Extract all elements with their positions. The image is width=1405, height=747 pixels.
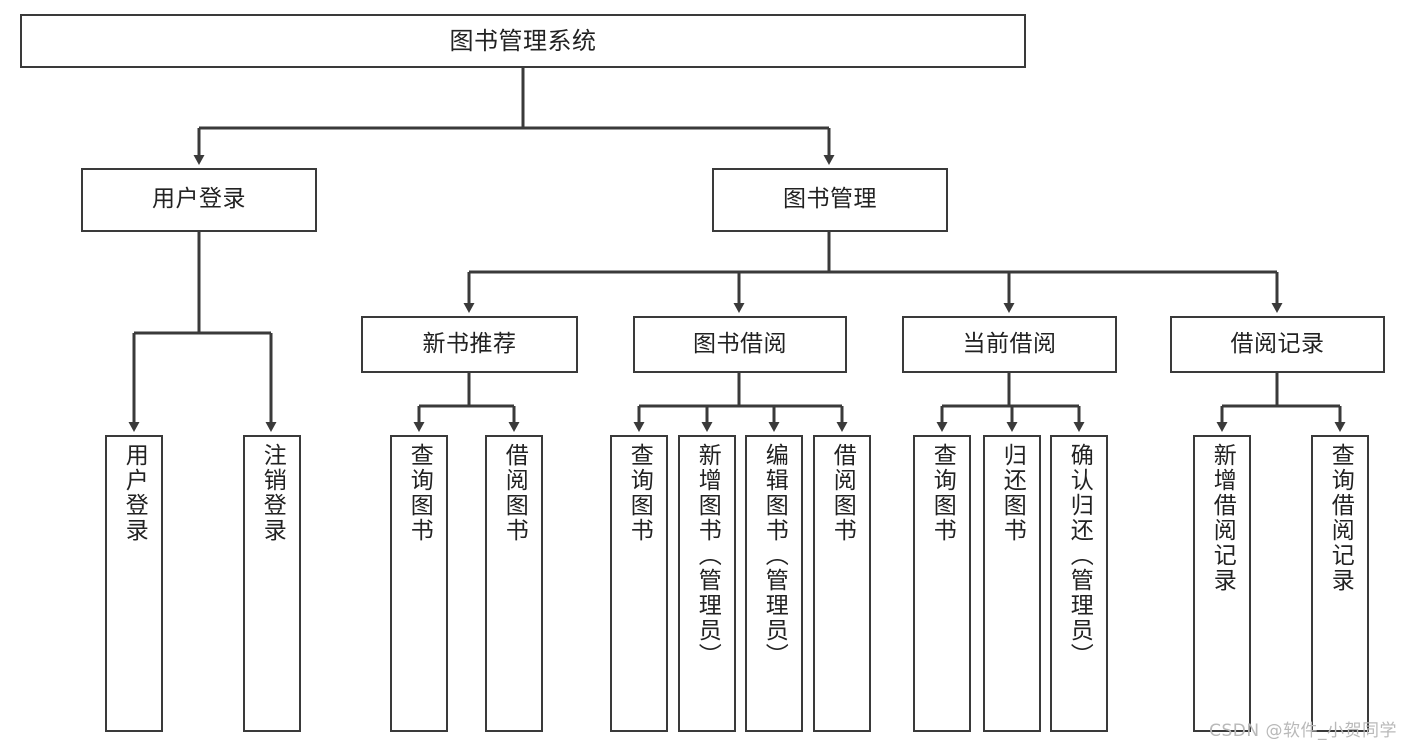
node-leaf-add-record[interactable]: 新增借阅记录	[1193, 435, 1251, 732]
node-new-book-recommend[interactable]: 新书推荐	[361, 316, 578, 373]
node-borrow-record[interactable]: 借阅记录	[1170, 316, 1385, 373]
node-leaf-query-record[interactable]: 查询借阅记录	[1311, 435, 1369, 732]
node-book-management[interactable]: 图书管理	[712, 168, 948, 232]
node-label: 新增图书（管理员）	[694, 443, 721, 668]
node-label: 借阅图书	[501, 443, 528, 543]
node-label: 注销登录	[259, 443, 286, 543]
node-leaf-confirm-return[interactable]: 确认归还（管理员）	[1050, 435, 1108, 732]
node-label: 借阅图书	[829, 443, 856, 543]
node-label: 查询图书	[406, 443, 433, 543]
node-leaf-add-book[interactable]: 新增图书（管理员）	[678, 435, 736, 732]
node-leaf-user-login[interactable]: 用户登录	[105, 435, 163, 732]
csdn-watermark: CSDN @软件_小贺同学	[1209, 721, 1397, 741]
node-leaf-borrow-book-1[interactable]: 借阅图书	[485, 435, 543, 732]
node-current-borrow[interactable]: 当前借阅	[902, 316, 1117, 373]
node-label: 归还图书	[999, 443, 1026, 543]
node-label: 图书管理	[783, 186, 877, 213]
node-label: 新增借阅记录	[1209, 443, 1236, 593]
node-book-borrow[interactable]: 图书借阅	[633, 316, 847, 373]
node-label: 新书推荐	[422, 330, 517, 357]
node-leaf-query-book-3[interactable]: 查询图书	[913, 435, 971, 732]
node-label: 用户登录	[152, 186, 246, 213]
node-leaf-logout[interactable]: 注销登录	[243, 435, 301, 732]
node-label: 图书管理系统	[449, 26, 597, 55]
node-leaf-borrow-book-2[interactable]: 借阅图书	[813, 435, 871, 732]
node-leaf-edit-book[interactable]: 编辑图书（管理员）	[745, 435, 803, 732]
node-label: 编辑图书（管理员）	[761, 443, 788, 668]
node-leaf-return-book[interactable]: 归还图书	[983, 435, 1041, 732]
node-label: 查询图书	[929, 443, 956, 543]
node-label: 借阅记录	[1230, 330, 1325, 357]
node-root-system[interactable]: 图书管理系统	[20, 14, 1026, 68]
node-label: 确认归还（管理员）	[1066, 443, 1093, 668]
node-leaf-query-book-1[interactable]: 查询图书	[390, 435, 448, 732]
node-leaf-query-book-2[interactable]: 查询图书	[610, 435, 668, 732]
node-label: 查询图书	[626, 443, 653, 543]
node-label: 图书借阅	[693, 330, 787, 357]
node-user-login[interactable]: 用户登录	[81, 168, 317, 232]
node-label: 用户登录	[121, 443, 148, 543]
node-label: 查询借阅记录	[1327, 443, 1354, 593]
node-label: 当前借阅	[962, 330, 1057, 357]
